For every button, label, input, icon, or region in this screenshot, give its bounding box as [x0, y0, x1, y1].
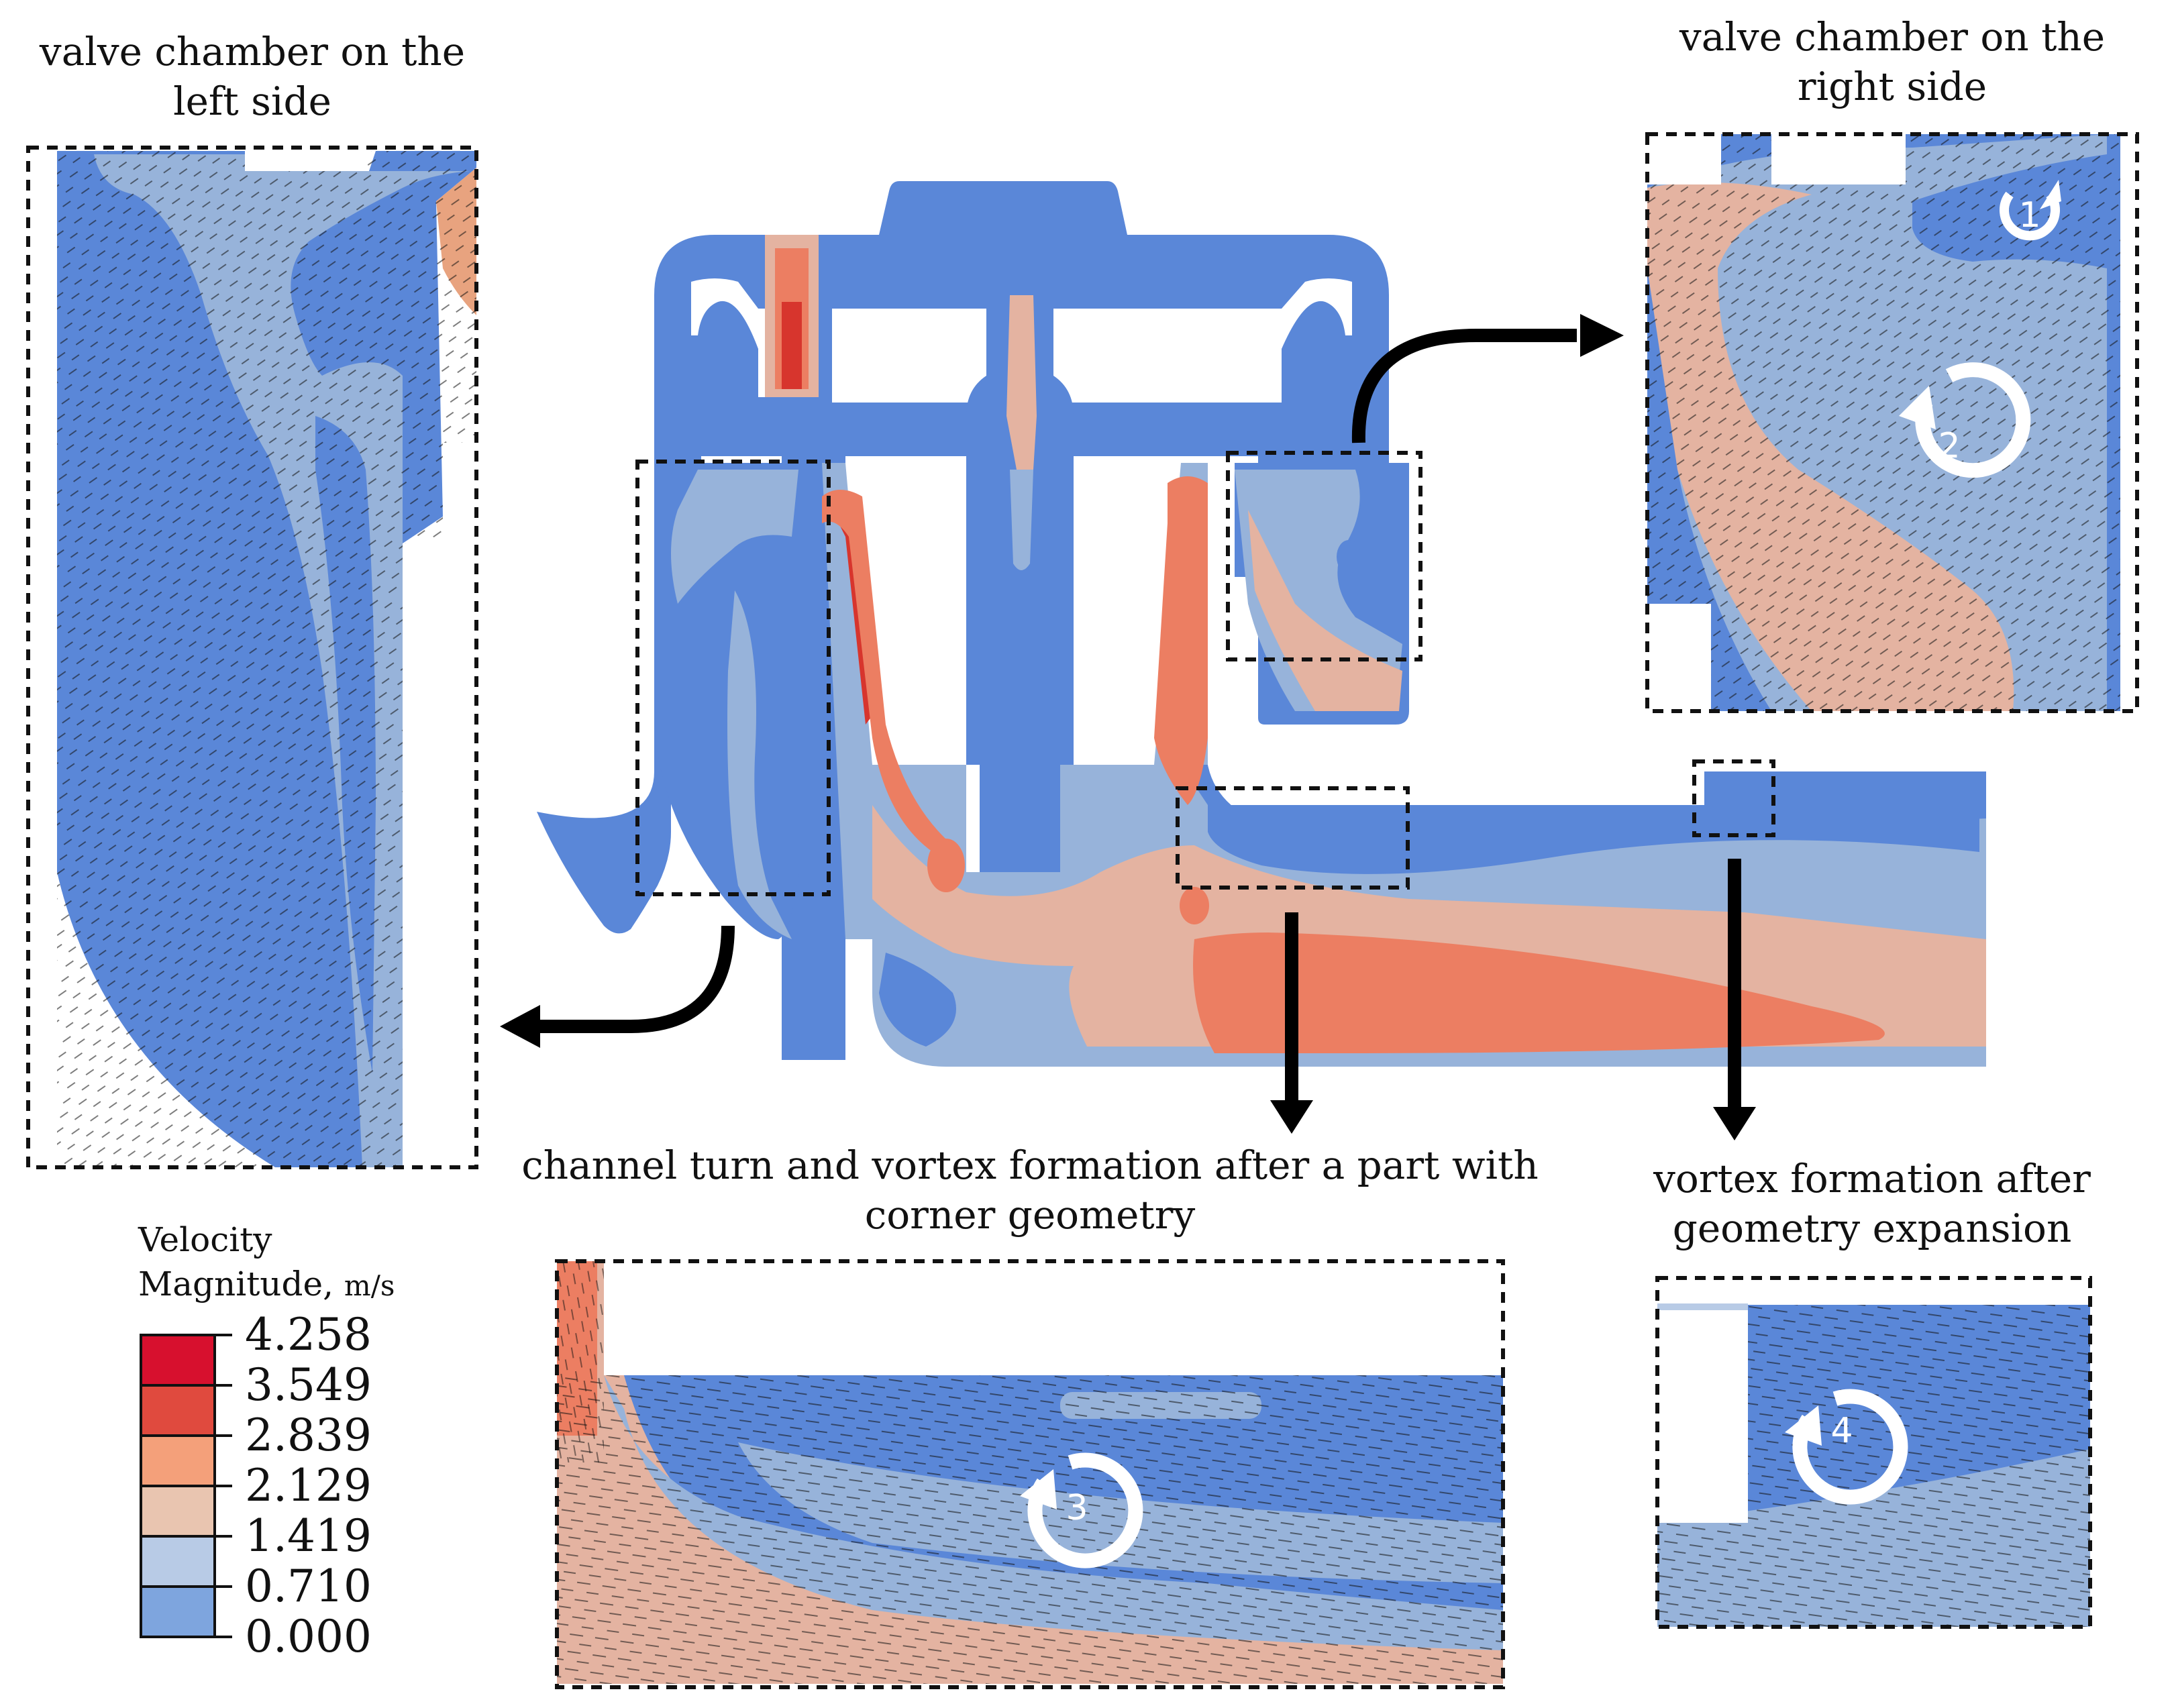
zoom-box-expansion [1692, 759, 1775, 837]
left-salmon-blob [927, 839, 965, 892]
vortex-3 [1020, 1452, 1143, 1568]
legend-swatch-3 [140, 1485, 216, 1538]
legend-value-0: 4.258 [245, 1309, 372, 1360]
arrow-to-right-panel [1351, 329, 1577, 443]
central-stem [966, 295, 1074, 872]
right-chamber-label-line1: valve chamber on the [1679, 14, 2106, 60]
zoom-markers [635, 451, 1775, 896]
left-panel-white-slot-top [443, 443, 476, 543]
left-chamber-label-line2: left side [173, 78, 331, 124]
vortex-number-2: 2 [1938, 426, 1960, 466]
right-chamber-panel [1645, 132, 2140, 713]
legend-swatch-5 [140, 1585, 216, 1638]
channel-left-blue-spot [879, 953, 956, 1047]
arrowheads [500, 314, 1756, 1140]
legend-swatch-1 [140, 1384, 216, 1437]
channel-salmon [1193, 932, 1885, 1053]
right-chamber-label-line2: right side [1797, 64, 1987, 109]
left-panel-top-slot [245, 151, 366, 171]
channel-panel-white-top [604, 1261, 1503, 1375]
expansion-label-line1: vortex formation after [1653, 1156, 2091, 1202]
channel-label: channel turn and vortex formation after … [510, 1140, 1550, 1240]
vortex-number-1: 1 [2018, 195, 2040, 235]
channel-label-line1: channel turn and vortex formation after … [521, 1142, 1539, 1188]
vortex-numbers: 1 2 3 4 [1066, 195, 2040, 1528]
legend-value-5: 0.710 [245, 1560, 372, 1612]
legend-title-text: Magnitude, [138, 1265, 333, 1303]
legend-swatch-2 [140, 1434, 216, 1487]
channel-band-lower [1208, 805, 1979, 874]
vortex-number-4: 4 [1830, 1411, 1853, 1451]
left-panel-white-slot [403, 543, 476, 1167]
left-jet-salmon [822, 490, 953, 852]
right-jet-salmon [1154, 476, 1208, 805]
vortex-2 [1899, 362, 2031, 478]
upper-gap-right [1235, 278, 1352, 403]
central-stem-jet [1006, 295, 1037, 490]
right-chamber-light [1235, 470, 1402, 711]
central-stem-jet-light [1010, 470, 1033, 570]
arrow-to-left-panel [537, 925, 735, 1033]
right-salmon-blob [1180, 887, 1209, 924]
left-chamber-light-2 [727, 590, 792, 939]
zoom-box-channel [1176, 786, 1410, 890]
channel-panel-vectors [557, 1375, 1503, 1684]
left-inlet-core [782, 302, 802, 389]
legend-value-2: 2.839 [245, 1409, 372, 1461]
legend-title: Velocity Magnitude, m/s [138, 1218, 395, 1308]
expansion-panel [1655, 1276, 2092, 1629]
expansion-label: vortex formation after geometry expansio… [1624, 1154, 2120, 1253]
left-valve-disk [752, 397, 825, 417]
left-panel-frame [26, 146, 478, 1169]
left-chamber-light [671, 470, 798, 604]
right-chamber-label: valve chamber on the right side [1624, 12, 2161, 111]
zoom-box-left [635, 460, 831, 896]
vortex-1 [2000, 180, 2061, 241]
arrowhead-channel [1270, 1100, 1313, 1134]
legend-value-1: 3.549 [245, 1359, 372, 1411]
right-chamber-spot [1337, 540, 1361, 574]
channel-panel-wall-vectors [557, 1261, 604, 1462]
left-chamber-panel [26, 146, 478, 1169]
channel-label-line2: corner geometry [864, 1192, 1196, 1238]
arrows [537, 329, 1741, 1120]
right-panel-vectors [1647, 134, 2134, 711]
vortex-number-3: 3 [1066, 1488, 1088, 1528]
right-panel-white-1 [1647, 134, 1721, 184]
left-chamber-label: valve chamber on the left side [0, 27, 505, 126]
legend-unit: m/s [344, 1269, 395, 1302]
right-panel-white-left [1647, 604, 1711, 711]
legend-title-line1: Velocity [138, 1220, 272, 1259]
right-panel-white-2 [1771, 134, 1906, 184]
channel-panel [555, 1259, 1505, 1689]
vortex-4 [1785, 1389, 1908, 1505]
right-valve-disk [1235, 416, 1295, 435]
zoom-box-right [1226, 451, 1422, 661]
legend-swatch-4 [140, 1535, 216, 1588]
expansion-panel-frame [1655, 1276, 2092, 1629]
expansion-panel-white-step [1657, 1305, 1748, 1523]
legend-colorbar [140, 1334, 232, 1638]
legend-value-4: 1.419 [245, 1510, 372, 1562]
arrowhead-left [500, 1005, 540, 1048]
legend-value-3: 2.129 [245, 1460, 372, 1511]
right-panel-frame [1645, 132, 2139, 713]
expansion-label-line2: geometry expansion [1672, 1206, 2072, 1251]
channel-panel-frame [555, 1259, 1505, 1689]
legend-swatch-0 [140, 1334, 216, 1387]
vortex-markers [1020, 180, 2061, 1568]
arrowhead-right [1580, 314, 1624, 357]
legend-title-line2: Magnitude, m/s [138, 1262, 395, 1308]
legend-value-6: 0.000 [245, 1611, 372, 1662]
arrowhead-expansion [1713, 1107, 1756, 1140]
left-chamber-label-line1: valve chamber on the [39, 29, 466, 74]
